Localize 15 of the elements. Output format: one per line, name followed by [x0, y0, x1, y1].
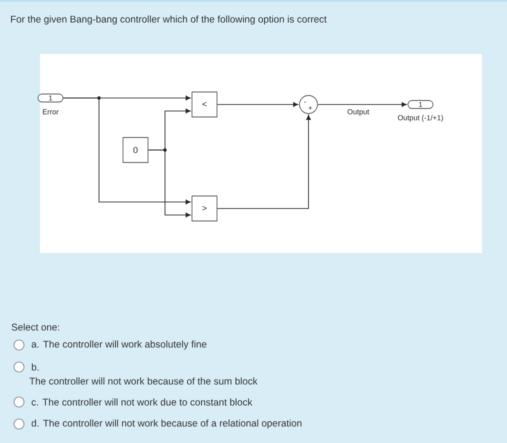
signal-line	[148, 150, 191, 218]
relational-block: <	[192, 92, 218, 118]
answer-option: c. The controller will not work due to constant block	[32, 398, 252, 406]
signal-line	[216, 114, 311, 209]
answer-option: b.	[32, 363, 38, 371]
answer-option: a. The controller will work absolutely fine	[32, 340, 206, 350]
signal-line	[317, 102, 407, 107]
answer-option: The controller will not work because of the sum block	[29, 377, 258, 385]
signal-line	[216, 102, 298, 107]
constant-block: 0	[122, 137, 148, 163]
prompt-text: Select one:	[12, 323, 60, 331]
question-text: For the given Bang-bang controller which of the following option is correct	[11, 15, 327, 25]
answer-option: d. The controller will not work because of a relational operation	[32, 419, 302, 429]
signal-line	[62, 98, 191, 204]
relational-block: >	[192, 196, 218, 222]
